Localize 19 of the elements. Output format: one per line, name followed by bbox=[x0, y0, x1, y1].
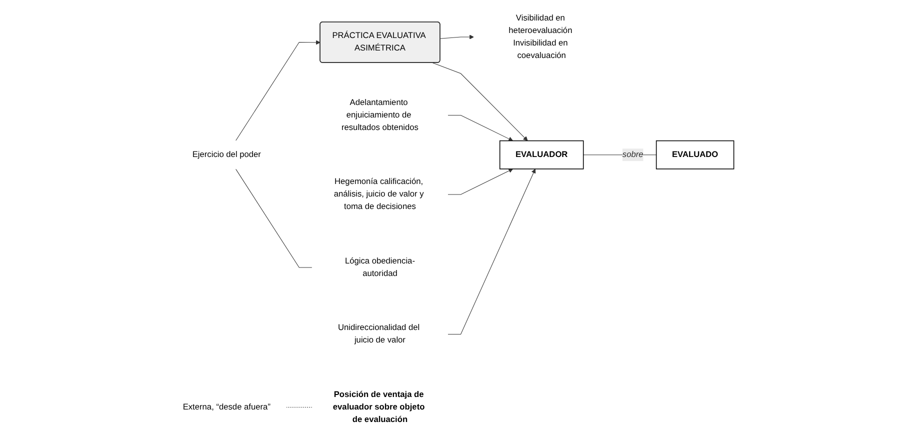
arrow bbox=[234, 40, 320, 142]
node-text: Ejercicio del poder bbox=[192, 150, 260, 160]
node-text: Hegemonía calificación, análisis, juicio de valor y toma de decisiones bbox=[333, 177, 424, 212]
node-text: Lógica obediencia-autoridad bbox=[344, 256, 414, 278]
node-box: EVALUADO bbox=[655, 140, 734, 170]
edge-label: sobre bbox=[622, 150, 643, 160]
arrow bbox=[446, 168, 536, 334]
arrow bbox=[432, 62, 528, 141]
node-text: Externa, “desde afuera” bbox=[182, 402, 270, 412]
connector bbox=[234, 168, 312, 268]
node-text: Posición de ventaja de evaluador sobre objeto de evaluación bbox=[332, 390, 424, 424]
node-box: EVALUADOR bbox=[498, 140, 584, 170]
arrow bbox=[439, 34, 474, 40]
node-text: Unidireccionalidad del juicio de valor bbox=[337, 323, 420, 345]
arrow bbox=[446, 114, 513, 142]
node-text: Visibilidad en heteroevaluación Invisibilidad en coevaluación bbox=[508, 14, 572, 60]
node-text: Adelantamiento enjuiciamiento de resultados obtenidos bbox=[340, 98, 418, 132]
connector bbox=[285, 406, 312, 408]
arrow bbox=[446, 168, 513, 195]
